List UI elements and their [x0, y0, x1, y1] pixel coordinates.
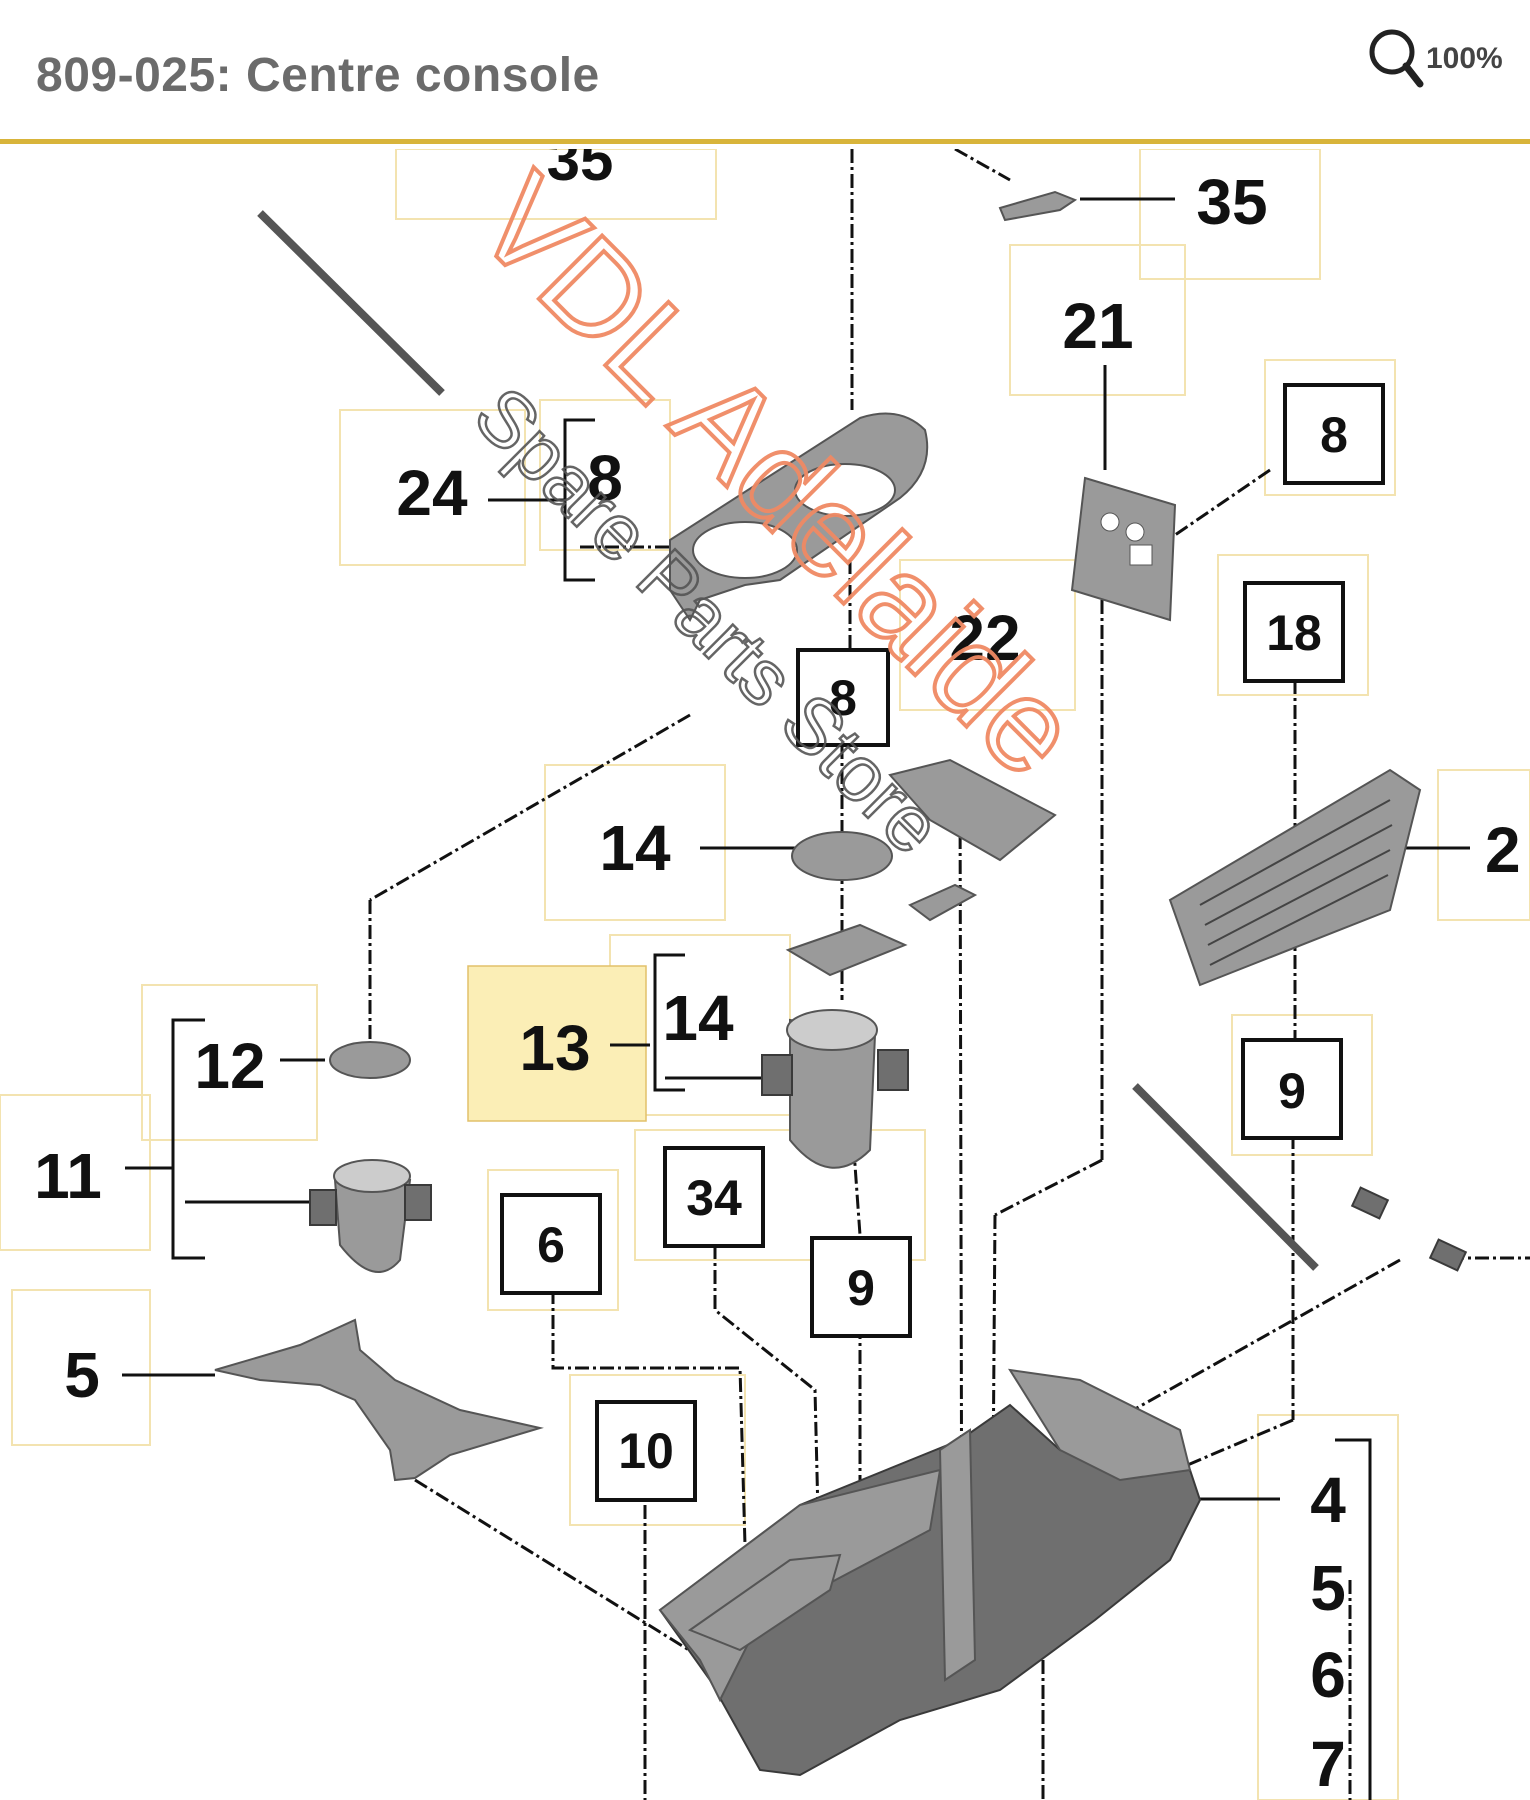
part-13-cupholder — [761, 1009, 909, 1169]
callout-5-list[interactable]: 5 — [1310, 1552, 1346, 1624]
callout-34[interactable]: 34 — [686, 1170, 742, 1226]
callout-8-bracket[interactable]: 8 — [587, 442, 623, 514]
part-22-cover — [888, 758, 1057, 862]
zoom-level: 100% — [1426, 42, 1503, 75]
part-14-pad — [785, 923, 908, 977]
callout-12[interactable]: 12 — [194, 1030, 265, 1102]
callout-9-right[interactable]: 9 — [1278, 1063, 1306, 1119]
callout-5[interactable]: 5 — [64, 1339, 100, 1411]
part-35-bracket — [998, 190, 1078, 222]
part-34-pins — [1350, 1186, 1468, 1272]
callout-7-list[interactable]: 7 — [1310, 1728, 1346, 1800]
diagonal-mark-bottom — [1132, 1083, 1319, 1271]
callout-35-top[interactable]: 35 — [547, 149, 614, 193]
callout-labels: 35 35 21 8 24 8 8 22 18 14 2 13 14 12 9 … — [34, 149, 1520, 1800]
callout-14-top[interactable]: 14 — [599, 812, 671, 884]
callout-13[interactable]: 13 — [519, 1012, 590, 1084]
diagonal-mark-top — [257, 210, 445, 396]
exploded-parts-diagram: 35 35 21 8 24 8 8 22 18 14 2 13 14 12 9 … — [0, 149, 1530, 1800]
callout-9-mid[interactable]: 9 — [847, 1260, 875, 1316]
callout-11[interactable]: 11 — [34, 1140, 102, 1212]
callout-2[interactable]: 2 — [1485, 814, 1521, 886]
callout-8-right[interactable]: 8 — [1320, 407, 1348, 463]
part-cupholder-trim — [669, 412, 929, 622]
callout-10[interactable]: 10 — [618, 1423, 674, 1479]
part-4-console-body — [658, 1368, 1202, 1777]
callout-8-mid[interactable]: 8 — [829, 670, 857, 726]
parts — [214, 190, 1468, 1777]
callout-6-list[interactable]: 6 — [1310, 1639, 1346, 1711]
magnifier-icon[interactable] — [1368, 28, 1424, 90]
zoom-control[interactable]: 100% — [1368, 28, 1503, 90]
callout-22[interactable]: 22 — [949, 602, 1020, 674]
callout-frames — [0, 149, 1530, 1800]
part-5-trim — [214, 1318, 544, 1482]
part-22-clip — [908, 883, 978, 922]
callout-6[interactable]: 6 — [537, 1217, 565, 1273]
callout-4[interactable]: 4 — [1310, 1464, 1346, 1536]
part-12-disc — [329, 1041, 411, 1079]
part-2-vent — [1168, 768, 1422, 987]
callout-18[interactable]: 18 — [1266, 605, 1322, 661]
part-14-disc — [791, 831, 893, 881]
callout-14-bracket[interactable]: 14 — [662, 982, 734, 1054]
page-title: 809-025: Centre console — [36, 49, 600, 102]
callout-35[interactable]: 35 — [1196, 166, 1267, 238]
part-11-cupholder — [309, 1159, 432, 1273]
watermark: VDL Adelaide Spare Parts Store — [448, 149, 1109, 872]
part-21-switch-panel — [1070, 476, 1177, 622]
callout-21[interactable]: 21 — [1062, 290, 1133, 362]
callout-24[interactable]: 24 — [396, 457, 468, 529]
header-bar: 809-025: Centre console 100% — [0, 0, 1530, 144]
callout-boxes — [500, 383, 1385, 1502]
